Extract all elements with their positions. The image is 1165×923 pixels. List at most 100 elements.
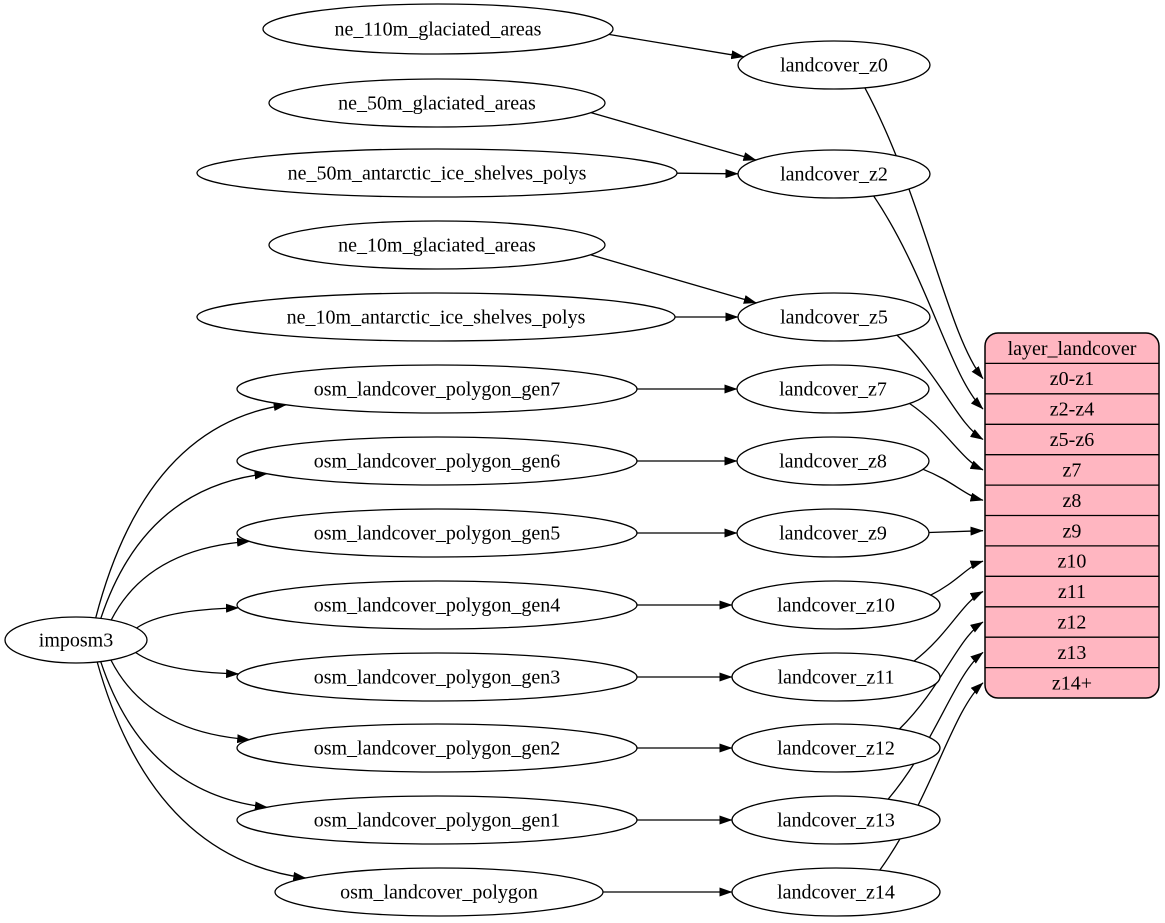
node-landcover_z14: landcover_z14 [731, 867, 941, 917]
node-shape-landcover_z14 [731, 867, 941, 917]
edge-landcover_z9-layer_landcover-z9 [928, 526, 984, 536]
node-label-osm_landcover_polygon_gen5: osm_landcover_polygon_gen5 [314, 523, 561, 545]
node-osm_landcover_polygon_gen2: osm_landcover_polygon_gen2 [236, 723, 638, 773]
node-landcover_z13: landcover_z13 [731, 795, 941, 845]
node-shape-ne_10m_antarctic_ice_shelves_polys [196, 292, 676, 342]
node-label-osm_landcover_polygon_gen7: osm_landcover_polygon_gen7 [314, 379, 561, 401]
table-row-z14+: z14+ [1052, 672, 1092, 694]
edge-imposm3-osm_landcover_polygon [96, 661, 307, 881]
node-label-landcover_z13: landcover_z13 [777, 810, 895, 832]
node-shape-landcover_z13 [731, 795, 941, 845]
edge-imposm3-osm_landcover_polygon_gen1 [100, 661, 268, 811]
edge-imposm3-osm_landcover_polygon_gen2 [110, 659, 251, 744]
table-row-z8: z8 [1063, 490, 1082, 512]
edge-landcover_z11-layer_landcover-z11 [913, 590, 984, 662]
edge-landcover_z14-layer_landcover-z14+ [879, 682, 984, 871]
node-label-osm_landcover_polygon_gen2: osm_landcover_polygon_gen2 [314, 738, 561, 760]
edge-landcover_z5-layer_landcover-z5-z6 [896, 334, 984, 441]
nodes-layer: imposm3 ne_110m_glaciated_areas ne_50m_gla… [4, 3, 941, 917]
node-ne_10m_glaciated_areas: ne_10m_glaciated_areas [268, 220, 606, 270]
node-shape-imposm3 [4, 616, 148, 664]
table-row-z2-z4: z2-z4 [1050, 399, 1094, 421]
node-landcover_z0: landcover_z0 [737, 40, 931, 90]
node-shape-osm_landcover_polygon_gen4 [236, 580, 638, 630]
edge-landcover_z12-layer_landcover-z12 [898, 621, 984, 730]
node-label-landcover_z8: landcover_z8 [779, 451, 887, 473]
table-layer_landcover: layer_landcoverz0-z1z2-z4z5-z6z7z8z9z10z… [984, 332, 1160, 699]
node-shape-landcover_z12 [731, 723, 941, 773]
node-label-landcover_z7: landcover_z7 [779, 379, 887, 401]
node-label-landcover_z5: landcover_z5 [780, 307, 888, 329]
edge-landcover_z2-layer_landcover-z2-z4 [873, 195, 984, 410]
table-layer: layer_landcoverz0-z1z2-z4z5-z6z7z8z9z10z… [984, 332, 1160, 699]
node-ne_110m_glaciated_areas: ne_110m_glaciated_areas [262, 3, 614, 55]
edge-ne_50m_antarctic_ice_shelves_polys-landcover_z2 [676, 169, 739, 179]
node-label-landcover_z11: landcover_z11 [778, 667, 895, 689]
node-shape-osm_landcover_polygon_gen7 [236, 364, 638, 414]
node-label-osm_landcover_polygon: osm_landcover_polygon [340, 882, 538, 904]
node-landcover_z11: landcover_z11 [731, 652, 941, 702]
node-shape-ne_110m_glaciated_areas [262, 3, 614, 55]
node-shape-osm_landcover_polygon_gen6 [236, 436, 638, 486]
node-osm_landcover_polygon_gen1: osm_landcover_polygon_gen1 [236, 795, 638, 845]
node-shape-ne_10m_glaciated_areas [268, 220, 606, 270]
edge-ne_110m_glaciated_areas-landcover_z0 [608, 33, 745, 60]
edge-imposm3-osm_landcover_polygon_gen4 [136, 603, 239, 629]
edge-imposm3-osm_landcover_polygon_gen7 [95, 402, 287, 619]
node-label-landcover_z0: landcover_z0 [780, 55, 888, 77]
table-row-z9: z9 [1063, 520, 1082, 542]
edge-imposm3-osm_landcover_polygon_gen6 [100, 470, 268, 619]
node-osm_landcover_polygon: osm_landcover_polygon [274, 867, 604, 917]
node-label-landcover_z9: landcover_z9 [779, 523, 887, 545]
node-label-ne_10m_glaciated_areas: ne_10m_glaciated_areas [338, 235, 536, 257]
table-row-z11: z11 [1058, 581, 1086, 603]
node-shape-osm_landcover_polygon_gen3 [236, 652, 638, 702]
node-osm_landcover_polygon_gen7: osm_landcover_polygon_gen7 [236, 364, 638, 414]
edge-landcover_z8-layer_landcover-z8 [922, 468, 984, 502]
node-shape-landcover_z9 [736, 508, 930, 558]
node-label-ne_50m_glaciated_areas: ne_50m_glaciated_areas [338, 93, 536, 115]
node-landcover_z9: landcover_z9 [736, 508, 930, 558]
node-osm_landcover_polygon_gen3: osm_landcover_polygon_gen3 [236, 652, 638, 702]
node-landcover_z7: landcover_z7 [736, 364, 930, 414]
node-ne_50m_antarctic_ice_shelves_polys: ne_50m_antarctic_ice_shelves_polys [196, 148, 678, 198]
table-row-z7: z7 [1063, 460, 1082, 482]
node-shape-landcover_z8 [736, 436, 930, 486]
node-shape-osm_landcover_polygon_gen1 [236, 795, 638, 845]
node-shape-landcover_z7 [736, 364, 930, 414]
node-landcover_z12: landcover_z12 [731, 723, 941, 773]
node-landcover_z5: landcover_z5 [737, 292, 931, 342]
node-shape-landcover_z10 [731, 580, 941, 630]
node-shape-osm_landcover_polygon_gen5 [236, 508, 638, 558]
node-imposm3: imposm3 [4, 616, 148, 664]
node-shape-landcover_z2 [737, 149, 931, 199]
node-shape-ne_50m_glaciated_areas [268, 78, 606, 128]
table-row-z12: z12 [1058, 612, 1087, 634]
node-label-landcover_z2: landcover_z2 [780, 164, 888, 186]
node-label-ne_50m_antarctic_ice_shelves_polys: ne_50m_antarctic_ice_shelves_polys [288, 163, 587, 185]
node-label-landcover_z14: landcover_z14 [777, 882, 895, 904]
edge-ne_50m_glaciated_areas-landcover_z2 [590, 111, 757, 161]
node-shape-ne_50m_antarctic_ice_shelves_polys [196, 148, 678, 198]
table-title: layer_landcover [1008, 338, 1137, 360]
edge-imposm3-osm_landcover_polygon_gen5 [110, 537, 250, 621]
node-label-landcover_z12: landcover_z12 [777, 738, 895, 760]
node-label-imposm3: imposm3 [39, 630, 113, 652]
node-label-landcover_z10: landcover_z10 [777, 595, 895, 617]
node-shape-osm_landcover_polygon_gen2 [236, 723, 638, 773]
node-shape-landcover_z0 [737, 40, 931, 90]
edge-imposm3-osm_landcover_polygon_gen3 [135, 651, 240, 679]
edge-landcover_z10-layer_landcover-z10 [930, 560, 984, 596]
node-label-osm_landcover_polygon_gen1: osm_landcover_polygon_gen1 [314, 810, 561, 832]
edge-landcover_z7-layer_landcover-z7 [909, 402, 984, 471]
edge-ne_10m_glaciated_areas-landcover_z5 [590, 254, 757, 304]
node-osm_landcover_polygon_gen4: osm_landcover_polygon_gen4 [236, 580, 638, 630]
table-row-z0-z1: z0-z1 [1050, 368, 1094, 390]
node-landcover_z10: landcover_z10 [731, 580, 941, 630]
edges-layer [95, 33, 984, 897]
table-row-z10: z10 [1058, 551, 1087, 573]
edge-landcover_z13-layer_landcover-z13 [887, 651, 984, 800]
node-landcover_z8: landcover_z8 [736, 436, 930, 486]
node-label-osm_landcover_polygon_gen6: osm_landcover_polygon_gen6 [314, 451, 561, 473]
